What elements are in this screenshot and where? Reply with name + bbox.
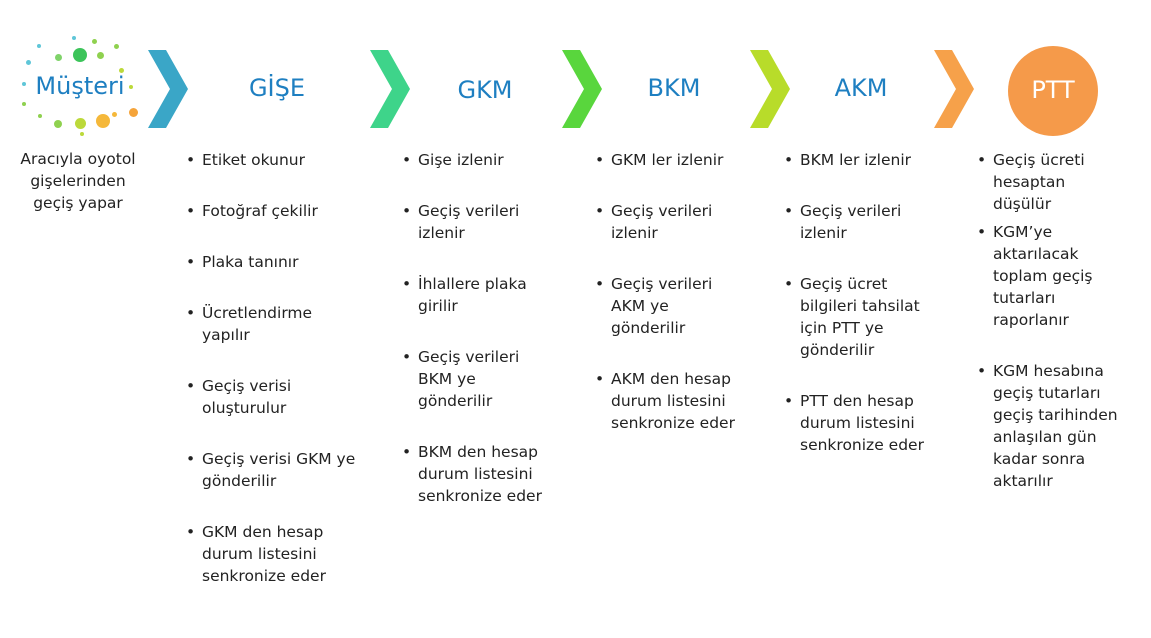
stage-title-gise: GİŞE (248, 74, 306, 102)
chevron-right-icon (370, 50, 410, 128)
list-item: Geçiş verileri izlenir (402, 200, 552, 244)
list-item: Gişe izlenir (402, 149, 552, 171)
list-item: Geçiş verileri izlenir (784, 200, 934, 244)
bkm-steps-list: GKM ler izlenir Geçiş verileri izlenir G… (595, 149, 745, 434)
list-item: Geçiş verisi oluşturulur (186, 375, 361, 419)
chevron-right-icon (750, 50, 790, 128)
list-item: GKM den hesap durum listesini senkronize… (186, 521, 361, 587)
list-item: KGM hesabına geçiş tutarları geçiş tarih… (977, 360, 1127, 492)
chevron-right-icon (562, 50, 602, 128)
list-item: BKM ler izlenir (784, 149, 934, 171)
akm-steps-list: BKM ler izlenir Geçiş verileri izlenir G… (784, 149, 934, 456)
list-item: Fotoğraf çekilir (186, 200, 361, 222)
customer-description: Aracıyla oyotol gişelerinden geçiş yapar (20, 150, 136, 212)
ptt-steps-list: Geçiş ücreti hesaptan düşülür KGM’ye akt… (977, 149, 1127, 492)
ptt-circle (1008, 46, 1098, 136)
chevron-right-icon (934, 50, 974, 128)
list-item: GKM ler izlenir (595, 149, 745, 171)
chevron-right-icon (148, 50, 188, 128)
gise-steps-list: Etiket okunur Fotoğraf çekilir Plaka tan… (186, 149, 361, 587)
list-item: AKM den hesap durum listesini senkronize… (595, 368, 745, 434)
list-item: Geçiş verileri AKM ye gönderilir (595, 273, 745, 339)
list-item: Etiket okunur (186, 149, 361, 171)
list-item: Geçiş verisi GKM ye gönderilir (186, 448, 361, 492)
list-item: Ücretlendirme yapılır (186, 302, 361, 346)
list-item: BKM den hesap durum listesini senkronize… (402, 441, 552, 507)
list-item: Geçiş verileri izlenir (595, 200, 745, 244)
list-item: PTT den hesap durum listesini senkronize… (784, 390, 934, 456)
list-item: Geçiş verileri BKM ye gönderilir (402, 346, 552, 412)
list-item: İhlallere plaka girilir (402, 273, 552, 317)
list-item: Plaka tanınır (186, 251, 361, 273)
stage-title-ptt: PTT (1031, 76, 1075, 104)
list-item: Geçiş ücreti hesaptan düşülür (977, 149, 1127, 215)
stage-title-akm: AKM (834, 74, 888, 102)
list-item: KGM’ye aktarılacak toplam geçiş tutarlar… (977, 221, 1127, 331)
customer-dots-decoration (10, 30, 150, 140)
customer-title: Müşteri (35, 72, 125, 100)
stage-title-bkm: BKM (647, 74, 701, 102)
list-item: Geçiş ücret bilgileri tahsilat için PTT … (784, 273, 934, 361)
stage-title-gkm: GKM (457, 76, 513, 104)
gkm-steps-list: Gişe izlenir Geçiş verileri izlenir İhla… (402, 149, 552, 507)
